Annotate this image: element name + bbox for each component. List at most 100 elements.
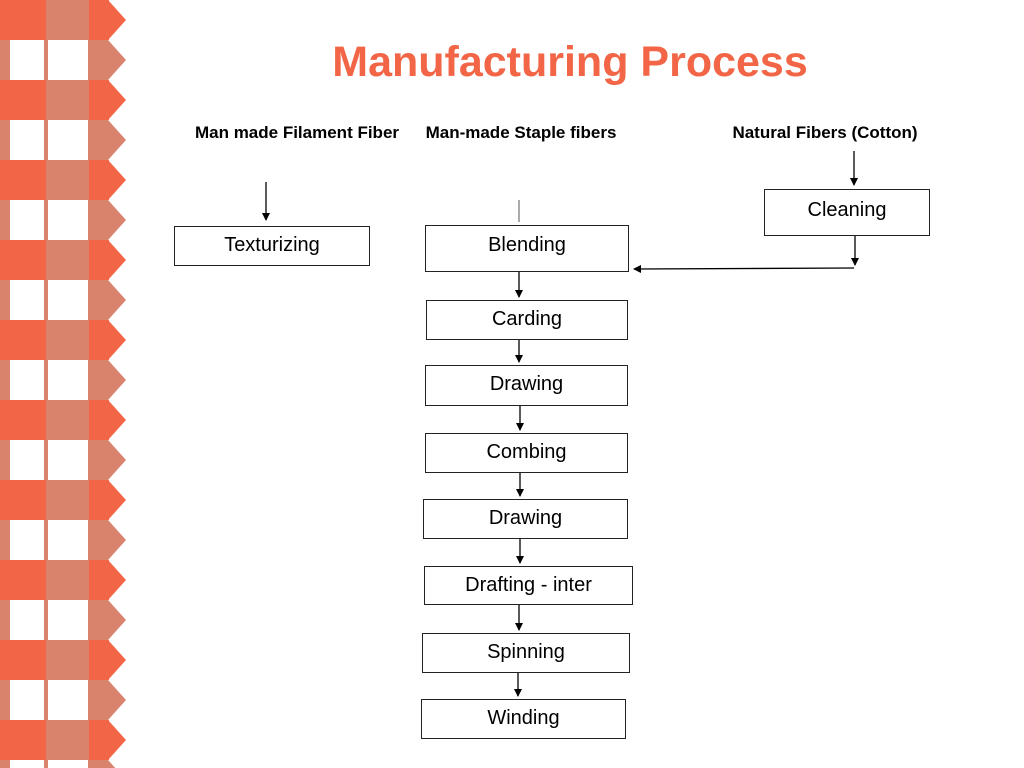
step-carding: Carding (426, 300, 628, 340)
border-tile (46, 640, 89, 680)
border-tile (10, 200, 44, 240)
border-zigzag (108, 320, 126, 360)
border-tile (88, 760, 108, 768)
border-tile (89, 640, 109, 680)
border-tile (0, 80, 46, 120)
border-tile (88, 40, 108, 80)
border-zigzag (108, 720, 126, 760)
border-tile (88, 280, 108, 320)
step-cleaning: Cleaning (764, 189, 930, 236)
border-tile (88, 440, 108, 480)
border-tile (46, 0, 89, 40)
border-tile (89, 400, 109, 440)
border-tile (46, 400, 89, 440)
border-tile (88, 120, 108, 160)
border-tile (10, 40, 44, 80)
border-tile (10, 440, 44, 480)
border-tile (0, 360, 10, 400)
border-tile (10, 360, 44, 400)
step-drawing-1: Drawing (425, 365, 628, 406)
border-tile (48, 760, 88, 768)
border-zigzag (108, 120, 126, 160)
border-tile (0, 280, 10, 320)
filament-fiber-header: Man made Filament Fiber (194, 123, 400, 142)
border-tile (44, 680, 48, 720)
border-tile (44, 360, 48, 400)
border-tile (0, 560, 46, 600)
border-tile (48, 40, 88, 80)
border-tile (48, 200, 88, 240)
border-tile (10, 120, 44, 160)
border-tile (89, 0, 109, 40)
border-tile (0, 200, 10, 240)
border-tile (88, 520, 108, 560)
border-tile (44, 760, 48, 768)
border-tile (88, 680, 108, 720)
staple-fiber-header: Man-made Staple fibers (425, 123, 617, 142)
border-zigzag (108, 400, 126, 440)
border-zigzag (108, 160, 126, 200)
border-tile (88, 600, 108, 640)
border-zigzag (108, 480, 126, 520)
border-tile (10, 520, 44, 560)
border-zigzag (108, 640, 126, 680)
border-tile (89, 240, 109, 280)
border-tile (89, 80, 109, 120)
border-tile (89, 720, 109, 760)
border-tile (0, 400, 46, 440)
border-tile (44, 600, 48, 640)
border-tile (44, 440, 48, 480)
border-tile (89, 560, 109, 600)
border-tile (10, 600, 44, 640)
border-tile (0, 640, 46, 680)
border-tile (44, 40, 48, 80)
border-zigzag (108, 560, 126, 600)
border-tile (46, 240, 89, 280)
border-tile (46, 720, 89, 760)
step-winding: Winding (421, 699, 626, 739)
step-combing: Combing (425, 433, 628, 473)
border-tile (46, 320, 89, 360)
border-tile (0, 480, 46, 520)
border-tile (88, 360, 108, 400)
border-tile (48, 360, 88, 400)
border-tile (48, 600, 88, 640)
border-tile (0, 0, 46, 40)
border-zigzag (108, 680, 126, 720)
border-zigzag (108, 240, 126, 280)
border-tile (89, 160, 109, 200)
border-tile (88, 200, 108, 240)
step-drafting-inter: Drafting - inter (424, 566, 633, 605)
border-tile (46, 160, 89, 200)
border-tile (10, 760, 44, 768)
border-tile (0, 720, 46, 760)
border-tile (46, 480, 89, 520)
border-zigzag (108, 600, 126, 640)
border-tile (89, 480, 109, 520)
border-zigzag (108, 280, 126, 320)
step-texturizing: Texturizing (174, 226, 370, 266)
border-tile (48, 680, 88, 720)
border-tile (0, 760, 10, 768)
border-tile (48, 440, 88, 480)
border-tile (10, 680, 44, 720)
border-tile (46, 80, 89, 120)
step-drawing-2: Drawing (423, 499, 628, 539)
border-zigzag (108, 40, 126, 80)
border-zigzag (108, 360, 126, 400)
arrow-cleaning-to-blending (633, 264, 855, 273)
border-tile (0, 600, 10, 640)
border-tile (0, 120, 10, 160)
border-tile (44, 520, 48, 560)
border-zigzag (108, 200, 126, 240)
border-zigzag (108, 520, 126, 560)
border-tile (48, 280, 88, 320)
border-tile (0, 40, 10, 80)
step-spinning: Spinning (422, 633, 630, 673)
border-tile (48, 520, 88, 560)
border-tile (0, 520, 10, 560)
border-tile (0, 160, 46, 200)
border-zigzag (108, 440, 126, 480)
step-blending: Blending (425, 225, 629, 272)
